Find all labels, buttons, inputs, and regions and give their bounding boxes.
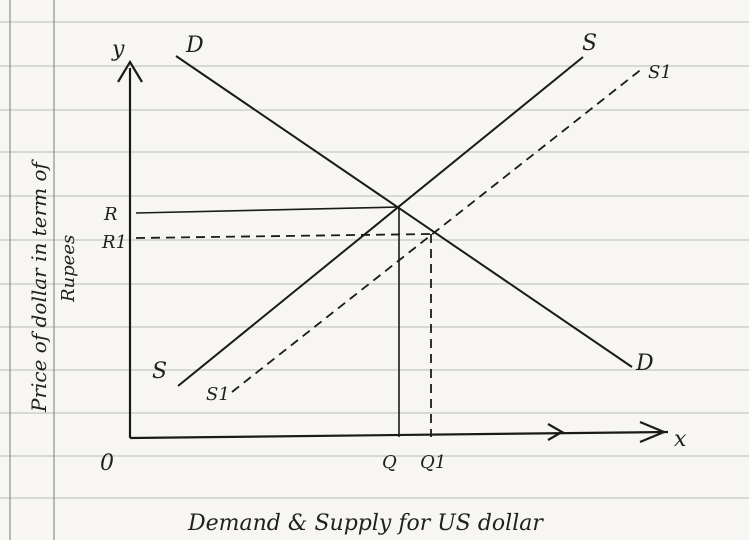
axes	[117, 59, 669, 444]
x-axis-title: Demand & Supply for US dollar	[187, 511, 544, 536]
demand-label-bottom: D	[635, 351, 654, 376]
quantity-q1-label: Q1	[420, 452, 446, 473]
y-axis-label: y	[111, 37, 125, 62]
price-r-label: R	[103, 204, 118, 225]
y-axis-title-line1: Price of dollar in term of	[27, 158, 51, 413]
y-axis-title-line2: Rupees	[58, 235, 79, 303]
price-r-line	[135, 206, 400, 214]
demand-label-top: D	[185, 33, 204, 58]
supply-label-top: S	[582, 31, 597, 56]
supply1-label-bottom: S1	[206, 384, 230, 405]
supply-curve-s1	[231, 67, 644, 393]
x-axis-label: x	[674, 427, 687, 452]
ruled-lines	[0, 21, 749, 499]
x-axis-arrow-end	[639, 420, 667, 444]
demand-curve	[175, 55, 633, 368]
supply-curve-s	[177, 56, 584, 387]
price-r1-label: R1	[101, 232, 127, 253]
origin-label: 0	[100, 451, 114, 476]
supply1-label-top: S1	[648, 62, 672, 83]
supply-label-bottom: S	[152, 359, 167, 384]
quantity-q-label: Q	[382, 452, 397, 473]
x-axis-arrow	[547, 423, 565, 441]
y-axis-arrow	[117, 59, 143, 83]
price-r1-line	[135, 233, 432, 239]
